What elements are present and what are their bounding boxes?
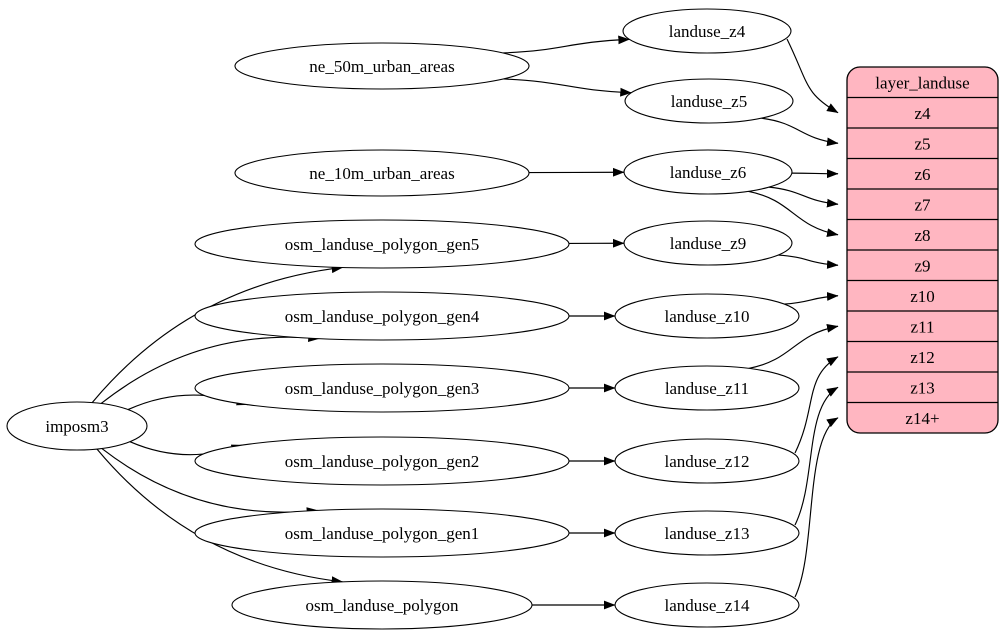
node-ellipse	[624, 78, 794, 124]
node-ellipse	[6, 401, 148, 451]
node-label: imposm3	[45, 417, 108, 436]
edge-landuse_z10-row-z10	[784, 292, 839, 305]
node-ellipse	[623, 220, 793, 266]
nodes-layer: imposm3 ne_50m_urban_areas ne_10m_urban_ar…	[6, 8, 800, 630]
node-landuse_z4: landuse_z4	[622, 8, 792, 54]
node-label: osm_landuse_polygon_gen4	[285, 307, 480, 326]
node-osm_landuse_polygon_gen1: osm_landuse_polygon_gen1	[194, 508, 570, 558]
node-label: ne_50m_urban_areas	[309, 57, 454, 76]
node-ellipse	[234, 42, 530, 90]
table-row-label-z9: z9	[914, 256, 930, 275]
node-ellipse	[614, 510, 800, 556]
table-title: layer_landuse	[875, 73, 969, 92]
node-landuse_z6: landuse_z6	[623, 149, 793, 195]
node-label: landuse_z13	[665, 524, 750, 543]
node-label: landuse_z14	[665, 596, 750, 615]
table-row-label-z10: z10	[910, 287, 935, 306]
node-ellipse	[194, 219, 570, 269]
node-landuse_z10: landuse_z10	[614, 293, 800, 339]
node-ellipse	[194, 291, 570, 341]
edge-ne_50m_urban_areas-landuse_z4	[503, 35, 630, 54]
node-ellipse	[623, 149, 793, 195]
node-imposm3: imposm3	[6, 401, 148, 451]
edge-landuse_z11-row-z11	[748, 323, 839, 369]
table-row-label-z4: z4	[914, 104, 931, 123]
node-osm_landuse_polygon_gen5: osm_landuse_polygon_gen5	[194, 219, 570, 269]
table-row-label-z8: z8	[914, 226, 930, 245]
node-osm_landuse_polygon_gen2: osm_landuse_polygon_gen2	[194, 436, 570, 486]
node-label: osm_landuse_polygon	[306, 596, 459, 615]
node-ellipse	[614, 582, 800, 628]
table-row-label-z6: z6	[914, 165, 930, 184]
node-ellipse	[231, 580, 533, 630]
node-osm_landuse_polygon_gen3: osm_landuse_polygon_gen3	[194, 363, 570, 413]
table-layer_landuse: layer_landuse z4 z5 z6 z7 z8 z9 z10 z11 z12 z13 z14…	[846, 66, 999, 434]
node-ellipse	[614, 438, 800, 484]
table-row-label-z11: z11	[911, 317, 935, 336]
node-ellipse	[194, 436, 570, 486]
node-label: landuse_z10	[665, 307, 750, 326]
node-label: landuse_z12	[665, 452, 750, 471]
node-label: landuse_z5	[671, 92, 747, 111]
table-row-label-z13: z13	[910, 378, 935, 397]
node-ellipse	[194, 363, 570, 413]
edge-landuse_z5-row-z5	[761, 117, 839, 147]
node-ellipse	[614, 293, 800, 339]
node-label: osm_landuse_polygon_gen1	[285, 524, 480, 543]
node-label: landuse_z6	[670, 163, 746, 182]
node-ellipse	[622, 8, 792, 54]
edge-landuse_z4-row-z4	[786, 38, 839, 114]
edge-ne_50m_urban_areas-landuse_z5	[503, 78, 632, 97]
node-landuse_z5: landuse_z5	[624, 78, 794, 124]
node-landuse_z13: landuse_z13	[614, 510, 800, 556]
edge-landuse_z9-row-z9	[778, 254, 839, 269]
node-label: ne_10m_urban_areas	[309, 164, 454, 183]
node-ne_50m_urban_areas: ne_50m_urban_areas	[234, 42, 530, 90]
node-landuse_z11: landuse_z11	[614, 365, 800, 411]
table-row-label-z5: z5	[914, 134, 930, 153]
node-landuse_z12: landuse_z12	[614, 438, 800, 484]
node-landuse_z9: landuse_z9	[623, 220, 793, 266]
node-ne_10m_urban_areas: ne_10m_urban_areas	[234, 149, 530, 197]
edge-landuse_z13-row-z13	[794, 386, 839, 526]
edge-landuse_z6-row-z8	[747, 190, 839, 237]
edge-landuse_z14-row-z14+	[794, 417, 839, 598]
node-label: osm_landuse_polygon_gen3	[285, 379, 480, 398]
node-label: landuse_z11	[665, 379, 749, 398]
table-row-label-z7: z7	[914, 195, 931, 214]
node-osm_landuse_polygon: osm_landuse_polygon	[231, 580, 533, 630]
node-label: osm_landuse_polygon_gen5	[285, 235, 480, 254]
table-row-label-z12: z12	[910, 348, 935, 367]
node-ellipse	[234, 149, 530, 197]
edge-landuse_z6-row-z7	[768, 186, 839, 208]
node-label: landuse_z9	[670, 234, 746, 253]
node-ellipse	[614, 365, 800, 411]
node-label: landuse_z4	[669, 22, 746, 41]
edge-landuse_z12-row-z12	[794, 356, 839, 454]
node-landuse_z14: landuse_z14	[614, 582, 800, 628]
edge-landuse_z6-row-z6	[791, 169, 839, 179]
table-row-label-z14+: z14+	[905, 409, 939, 428]
node-label: osm_landuse_polygon_gen2	[285, 452, 480, 471]
node-osm_landuse_polygon_gen4: osm_landuse_polygon_gen4	[194, 291, 570, 341]
node-ellipse	[194, 508, 570, 558]
